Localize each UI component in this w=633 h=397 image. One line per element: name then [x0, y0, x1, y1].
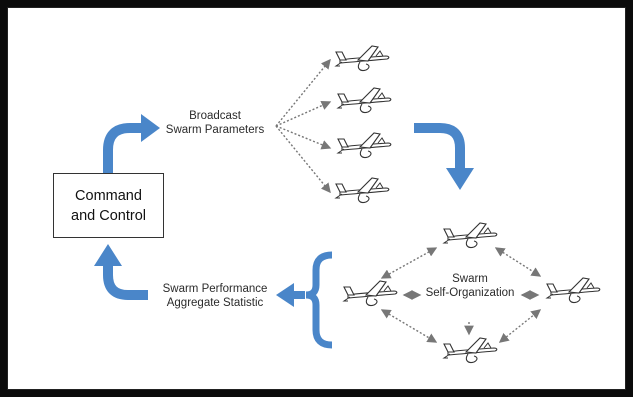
- dotted-arrow-icon: [380, 309, 438, 343]
- glider-icon: [546, 277, 601, 304]
- broadcast-label: Broadcast Swarm Parameters: [150, 109, 280, 137]
- self-organization-label: Swarm Self-Organization: [410, 272, 530, 300]
- self-organization-label-line2: Self-Organization: [425, 287, 515, 299]
- dotted-arrow-icon: [275, 58, 331, 127]
- performance-label-line1: Swarm Performance: [162, 283, 268, 295]
- glider-icon: [443, 222, 498, 249]
- dotted-arrow-icon: [275, 125, 332, 150]
- glider-icon: [343, 280, 398, 307]
- curved-arrow-icon: [103, 114, 160, 173]
- broadcast-label-line1: Broadcast: [189, 110, 241, 122]
- command-and-control-line2: and Control: [71, 207, 146, 224]
- glider-icon: [335, 45, 390, 72]
- dotted-arrow-icon: [498, 309, 542, 343]
- swarm-dotted-arrows: [380, 247, 542, 343]
- command-and-control-line1: Command: [75, 187, 142, 204]
- self-organization-label-line1: Swarm: [452, 273, 488, 285]
- glider-icon: [335, 177, 390, 204]
- glider-icon: [337, 87, 392, 114]
- performance-label: Swarm Performance Aggregate Statistic: [150, 282, 280, 310]
- dotted-arrow-icon: [275, 100, 332, 127]
- brace-icon: [305, 251, 333, 349]
- curved-arrow-icon: [276, 283, 305, 307]
- curved-arrow-icon: [94, 244, 148, 300]
- performance-label-line2: Aggregate Statistic: [166, 297, 264, 309]
- dotted-arrow-icon: [275, 125, 331, 194]
- glider-icon: [337, 132, 392, 159]
- dotted-arrow-icon: [494, 247, 542, 277]
- curved-arrow-icon: [414, 123, 474, 190]
- broadcast-dotted-arrows: [275, 58, 332, 194]
- glider-icon: [443, 337, 498, 364]
- broadcast-label-line2: Swarm Parameters: [165, 124, 265, 136]
- command-and-control-box: Command and Control: [53, 173, 164, 238]
